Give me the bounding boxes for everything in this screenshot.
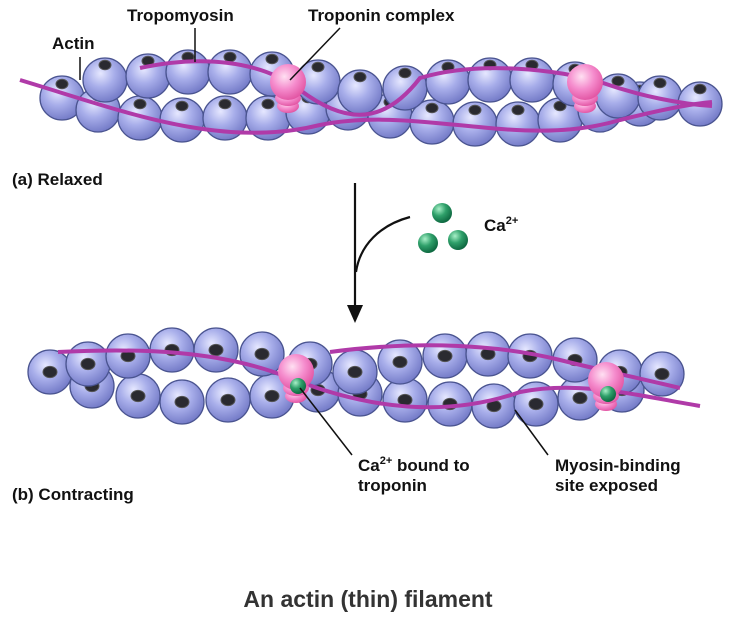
calcium-ion-icon: [418, 233, 438, 253]
myosin-binding-site: [208, 343, 224, 357]
calcium-ion-icon: [432, 203, 452, 223]
myosin-binding-site: [80, 357, 96, 371]
myosin-binding-site: [133, 98, 147, 110]
transition-arrow: [347, 183, 411, 323]
ca-bound-symbol: Ca: [358, 456, 380, 475]
myosin-binding-site: [528, 397, 544, 411]
myosin-binding-site: [392, 355, 408, 369]
myosin-binding-site: [611, 75, 625, 87]
myosin-binding-site: [347, 365, 363, 379]
ca-bound-charge: 2+: [379, 455, 393, 467]
myosin-binding-site: [264, 389, 280, 403]
myosin-binding-site: [220, 393, 236, 407]
troponin-leader-line: [289, 27, 341, 81]
myosin-binding-site: [398, 67, 412, 79]
contracting-filament: [27, 327, 701, 429]
bound-calcium-icon: [600, 386, 616, 402]
myosin-binding-site: [265, 53, 279, 65]
myosin-binding-site: [653, 77, 667, 89]
myosin-binding-site: [693, 83, 707, 95]
myosin-binding-site: [311, 61, 325, 73]
myosin-site-line2: site exposed: [555, 476, 658, 495]
myosin-binding-site: [254, 347, 270, 361]
calcium-charge: 2+: [505, 215, 519, 227]
myosin-binding-site: [42, 365, 58, 379]
troponin-complex-icon: [278, 354, 314, 390]
myosin-binding-site: [218, 98, 232, 110]
myosin-binding-site: [553, 100, 567, 112]
myosin-binding-site: [654, 367, 670, 381]
myosin-binding-site: [425, 102, 439, 114]
calcium-ion-label: Ca2+: [484, 216, 518, 236]
myosin-binding-site: [130, 389, 146, 403]
tropomyosin-strand: [19, 78, 713, 135]
relaxed-filament: [19, 49, 723, 147]
figure-caption: An actin (thin) filament: [243, 586, 493, 612]
myosin-binding-site: [468, 104, 482, 116]
myosin-site-line1: Myosin-binding: [555, 456, 681, 475]
calcium-ion-icon: [448, 230, 468, 250]
myosin-binding-site: [353, 71, 367, 83]
myosin-binding-site: [55, 78, 69, 90]
myosin-site-leader-line: [514, 409, 549, 456]
ca-bound-text: bound to: [392, 456, 470, 475]
panel-a-label: (a) Relaxed: [12, 170, 103, 189]
myosin-binding-site: [437, 349, 453, 363]
tropomyosin-strand: [329, 343, 681, 390]
myosin-binding-site: [174, 395, 190, 409]
myosin-binding-site: [572, 391, 588, 405]
calcium-symbol: Ca: [484, 216, 506, 235]
ca-bound-text-line2: troponin: [358, 476, 427, 495]
panel-b-label: (b) Contracting: [12, 485, 134, 504]
tropomyosin-label: Tropomyosin: [127, 6, 234, 25]
myosin-binding-site: [223, 51, 237, 63]
myosin-binding-site: [175, 100, 189, 112]
tropomyosin-strand: [139, 59, 713, 117]
calcium-ions: [418, 203, 468, 253]
actin-label: Actin: [52, 34, 95, 53]
myosin-binding-site: [261, 98, 275, 110]
myosin-binding-site: [511, 104, 525, 116]
troponin-complex-icon: [567, 64, 603, 100]
myosin-binding-site: [98, 59, 112, 71]
troponin-complex-label: Troponin complex: [308, 6, 455, 25]
troponin-complex-icon: [588, 362, 624, 398]
ca-bound-leader-line: [299, 387, 353, 456]
